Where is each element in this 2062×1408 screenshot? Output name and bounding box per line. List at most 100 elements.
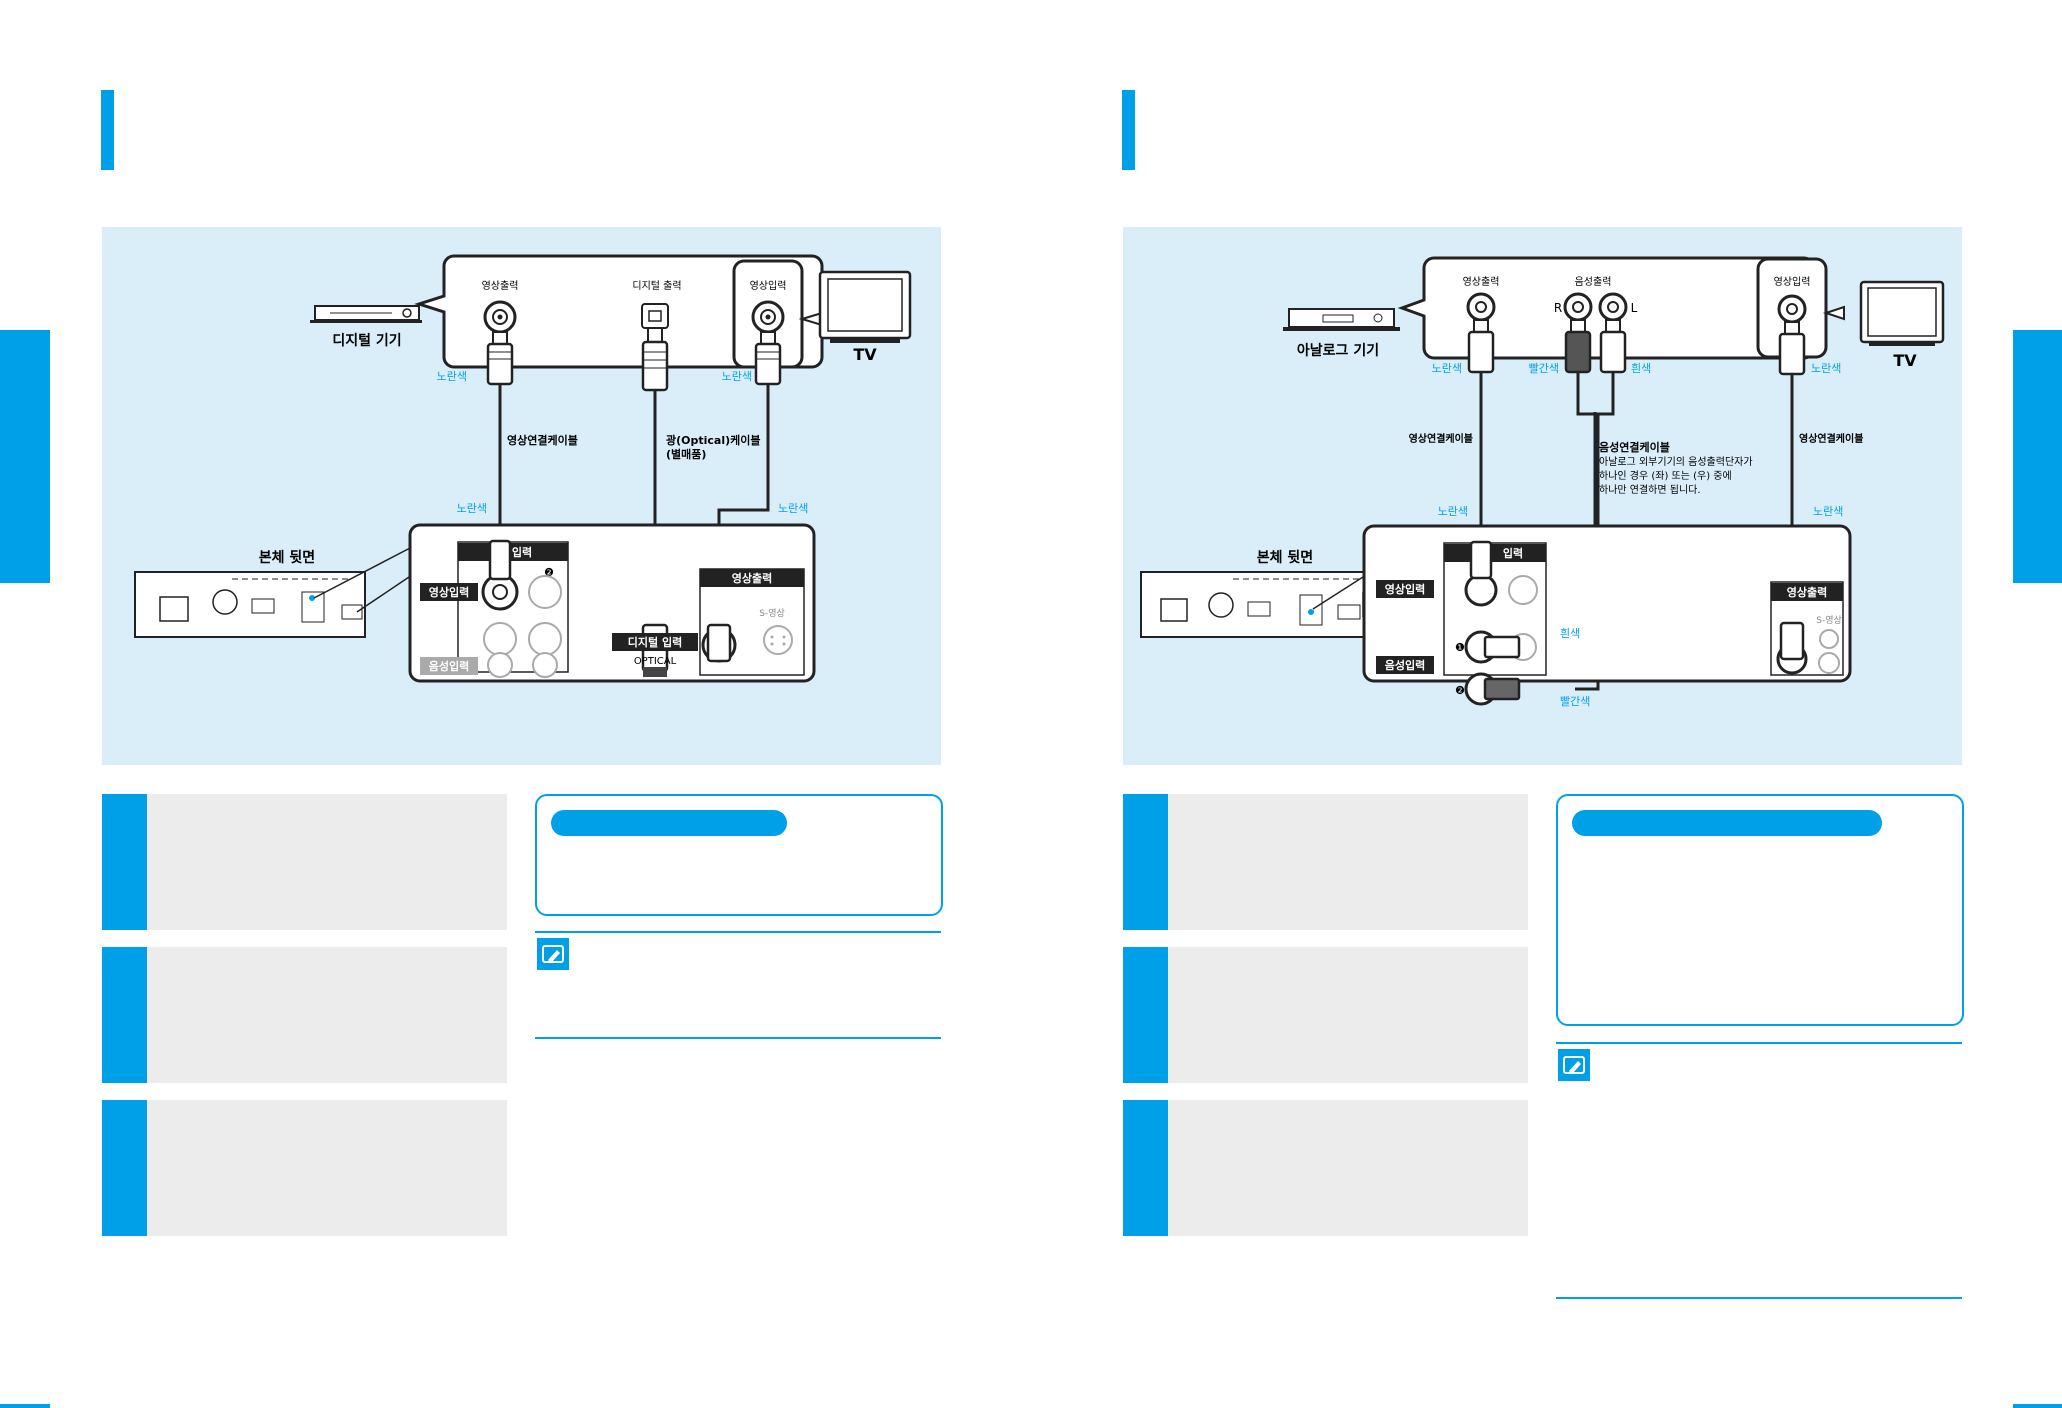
video-input-tag: 영상입력 xyxy=(429,585,469,599)
num-1: ❶ xyxy=(1455,641,1465,654)
video-cable-label: 영상연결케이블 xyxy=(1409,432,1473,445)
red-label-1: 빨간색 xyxy=(1529,362,1559,375)
right-step-3 xyxy=(1123,1100,1528,1236)
video-input-tag: 영상입력 xyxy=(1385,582,1425,596)
analog-video-out-jack-icon xyxy=(1466,292,1496,322)
note-pencil-icon xyxy=(537,938,569,970)
box-audio-out-label: 음성출력 xyxy=(1575,276,1612,288)
left-title-bar xyxy=(101,90,114,170)
optical-label: OPTICAL xyxy=(634,656,677,667)
s-video-jack-icon xyxy=(1818,629,1840,674)
tv-video-in-jack-icon xyxy=(1777,294,1807,324)
tv-video-in-label: 영상입력 xyxy=(750,279,787,292)
left-diagram-panel: 디지털 기기 영상출력 디지털 출력 영상입력 TV xyxy=(102,227,941,765)
right-step-2 xyxy=(1123,947,1528,1083)
white-plug-in-panel xyxy=(1483,635,1521,659)
video-cable-label: 영상연결케이블 xyxy=(507,433,578,447)
audio-cable-red xyxy=(1575,414,1600,691)
input-header: 입력 xyxy=(512,546,532,559)
s-video-label: S-영상 xyxy=(759,608,785,619)
left-tip-box xyxy=(535,794,943,916)
left-step-1 xyxy=(102,794,507,930)
rear-label: 본체 뒷면 xyxy=(259,549,315,566)
red-audio-plug-top xyxy=(1564,319,1592,374)
digital-device-icon xyxy=(310,305,422,323)
box-digital-out-label: 디지털 출력 xyxy=(632,280,681,292)
s-video-label: S-영상 xyxy=(1816,615,1842,626)
right-connection-diagram: 아날로그 기기 영상출력 음성출력 R L 영상입력 TV xyxy=(1140,256,1945,708)
yellow-label-2: 노란색 xyxy=(1811,362,1841,375)
right-note-top-line xyxy=(1556,1042,1962,1044)
right-tip-box xyxy=(1556,794,1964,1026)
video-plug-top xyxy=(1467,319,1495,374)
right-note-bottom-line xyxy=(1556,1297,1962,1299)
right-title-bar xyxy=(1122,90,1135,170)
box-video-out-label: 영상출력 xyxy=(1463,276,1500,288)
step-number-bar xyxy=(1123,1100,1168,1236)
analog-device-label: 아날로그 기기 xyxy=(1297,342,1379,359)
left-note-top-line xyxy=(535,931,941,933)
right-edge-tab xyxy=(2013,330,2062,583)
right-step-1 xyxy=(1123,794,1528,930)
yellow-label-4: 노란색 xyxy=(1813,505,1843,518)
video-output-tag: 영상출력 xyxy=(1787,585,1827,599)
left-bottom-mark xyxy=(0,1404,50,1408)
audio-note-3: 하나만 연결하면 됩니다. xyxy=(1599,483,1701,496)
optical-cable-label-1: 광(Optical)케이블 xyxy=(666,433,761,447)
right-diagram-panel: 아날로그 기기 영상출력 음성출력 R L 영상입력 TV xyxy=(1123,227,1962,765)
left-note-bottom-line xyxy=(535,1037,941,1039)
tv-plug-in-panel xyxy=(706,623,732,663)
tv-plug-top xyxy=(1778,321,1806,376)
audio-input-tag: 음성입력 xyxy=(429,659,469,673)
tv-icon xyxy=(818,270,912,343)
tip-heading-pill xyxy=(551,810,787,836)
yellow-label-1: 노란색 xyxy=(437,370,467,383)
tip-heading-pill xyxy=(1572,810,1882,836)
audio-input-tag: 음성입력 xyxy=(1385,658,1425,672)
left-edge-tab xyxy=(0,330,50,583)
video-output-tag: 영상출력 xyxy=(732,571,772,585)
yellow-label-3: 노란색 xyxy=(1438,505,1468,518)
white-label-2: 흰색 xyxy=(1560,627,1580,640)
step-number-bar xyxy=(102,1100,147,1236)
s-video-jack-icon xyxy=(763,625,793,655)
r-label: R xyxy=(1554,301,1562,315)
video-out-jack-icon xyxy=(483,300,517,334)
white-audio-plug-top xyxy=(1599,319,1627,374)
yellow-label-2: 노란색 xyxy=(722,370,752,383)
main-unit-rear-icon xyxy=(134,571,366,638)
red-plug-in-panel xyxy=(1483,677,1521,701)
optical-out-jack-icon xyxy=(641,303,669,329)
white-label-1: 흰색 xyxy=(1631,362,1651,375)
tv-plug-in-panel xyxy=(1779,621,1805,661)
red-label-2: 빨간색 xyxy=(1560,695,1590,708)
optical-cable-label-2: (별매품) xyxy=(666,447,706,461)
video-cable-plug-top xyxy=(486,331,514,386)
box-video-out-label: 영상출력 xyxy=(482,280,519,292)
note-pencil-icon xyxy=(1558,1049,1590,1081)
tv-icon xyxy=(1859,280,1945,346)
step-number-bar xyxy=(1123,794,1168,930)
tv-label: TV xyxy=(1893,351,1917,370)
step-number-bar xyxy=(1123,947,1168,1083)
left-step-2 xyxy=(102,947,507,1083)
yellow-label-1: 노란색 xyxy=(1432,362,1462,375)
digital-device-label: 디지털 기기 xyxy=(332,332,401,349)
analog-device-icon xyxy=(1283,308,1400,331)
video-plug-in-panel xyxy=(1469,540,1493,580)
rear-label: 본체 뒷면 xyxy=(1257,549,1313,566)
l-label: L xyxy=(1631,301,1638,315)
tv-video-cable-label: 영상연결케이블 xyxy=(1799,432,1863,445)
audio-cable-label: 음성연결케이블 xyxy=(1599,440,1670,454)
step-number-bar xyxy=(102,947,147,1083)
audio-note-1: 아날로그 외부기기의 음성출력단자가 xyxy=(1599,456,1753,468)
video-plug-in-panel xyxy=(488,539,512,581)
step-number-bar xyxy=(102,794,147,930)
input-header: 입력 xyxy=(1503,547,1523,560)
tv-label: TV xyxy=(853,345,877,364)
num-2: ❷ xyxy=(1455,684,1465,697)
left-step-3 xyxy=(102,1100,507,1236)
audio-note-2: 하나인 경우 (좌) 또는 (우) 중에 xyxy=(1599,469,1732,482)
left-connection-diagram: 디지털 기기 영상출력 디지털 출력 영상입력 TV xyxy=(134,254,912,683)
tv-video-in-label: 영상입력 xyxy=(1774,275,1811,288)
